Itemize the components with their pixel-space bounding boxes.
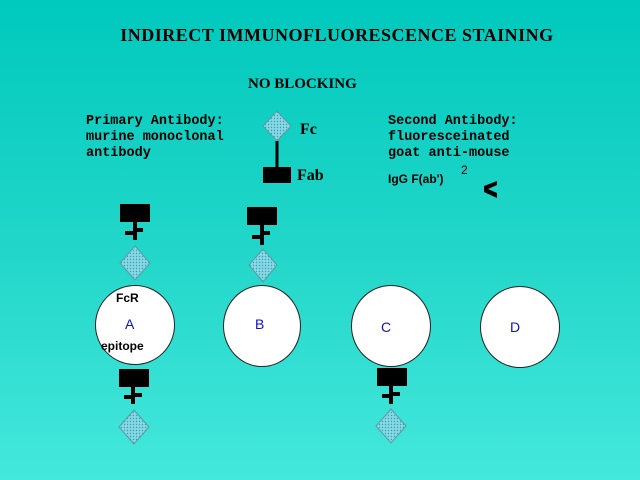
- primary-antibody-caption: Primary Antibody: murine monoclonal anti…: [86, 114, 224, 162]
- stem-b-top: [252, 225, 270, 245]
- legend-fc-label: Fc: [300, 121, 317, 138]
- cell-b: [223, 285, 301, 367]
- antibody-above-b: [247, 207, 278, 283]
- fab-block-a-top: [120, 204, 150, 222]
- stem-c-bottom: [382, 386, 400, 404]
- second-antibody-line4: IgG F(ab'): [388, 172, 444, 186]
- second-antibody-line1: Second Antibody:: [388, 114, 518, 129]
- cell-a: [95, 285, 175, 365]
- fc-diamond-a-bottom: [118, 409, 150, 445]
- legend-fab-block: [263, 167, 291, 183]
- antibody-below-a: [118, 369, 150, 445]
- diagram-title: INDIRECT IMMUNOFLUORESCENCE STAINING: [120, 25, 554, 45]
- stem-a-top: [125, 222, 143, 240]
- primary-antibody-line1: Primary Antibody:: [86, 114, 224, 129]
- cell-b-letter: B: [255, 316, 265, 332]
- primary-antibody-line3: antibody: [86, 146, 151, 161]
- fc-diamond-c-bottom: [375, 408, 407, 444]
- legend-fc-diamond: [262, 110, 292, 142]
- antibody-above-a: [119, 204, 151, 281]
- fab-block-b-top: [247, 207, 277, 225]
- primary-antibody-line2: murine monoclonal: [86, 130, 224, 145]
- fab-block-c-bottom: [377, 368, 407, 386]
- antibody-below-c: [375, 368, 407, 444]
- second-antibody-line2: fluoresceinated: [388, 130, 510, 145]
- second-antibody-glyph: [484, 181, 497, 198]
- cell-c: [351, 285, 431, 367]
- stem-a-bottom: [124, 387, 142, 404]
- second-antibody-caption: Second Antibody: fluoresceinated goat an…: [388, 114, 518, 162]
- diagram-subtitle: NO BLOCKING: [248, 76, 357, 92]
- legend-antibody: [262, 110, 292, 183]
- cell-a-fcr-label: FcR: [116, 291, 139, 305]
- cell-a-letter: A: [125, 316, 135, 332]
- second-antibody-line3: goat anti-mouse: [388, 146, 510, 161]
- cell-d-letter: D: [510, 319, 521, 335]
- cell-d: [480, 286, 560, 368]
- fab-block-a-bottom: [119, 369, 149, 387]
- second-antibody-superscript: 2: [461, 163, 468, 177]
- legend-fab-label: Fab: [297, 167, 324, 184]
- fc-diamond-b-top: [248, 248, 278, 283]
- cell-a-epitope-label: epitope: [101, 339, 144, 353]
- fc-diamond-a-top: [119, 245, 151, 281]
- cell-c-letter: C: [381, 319, 392, 335]
